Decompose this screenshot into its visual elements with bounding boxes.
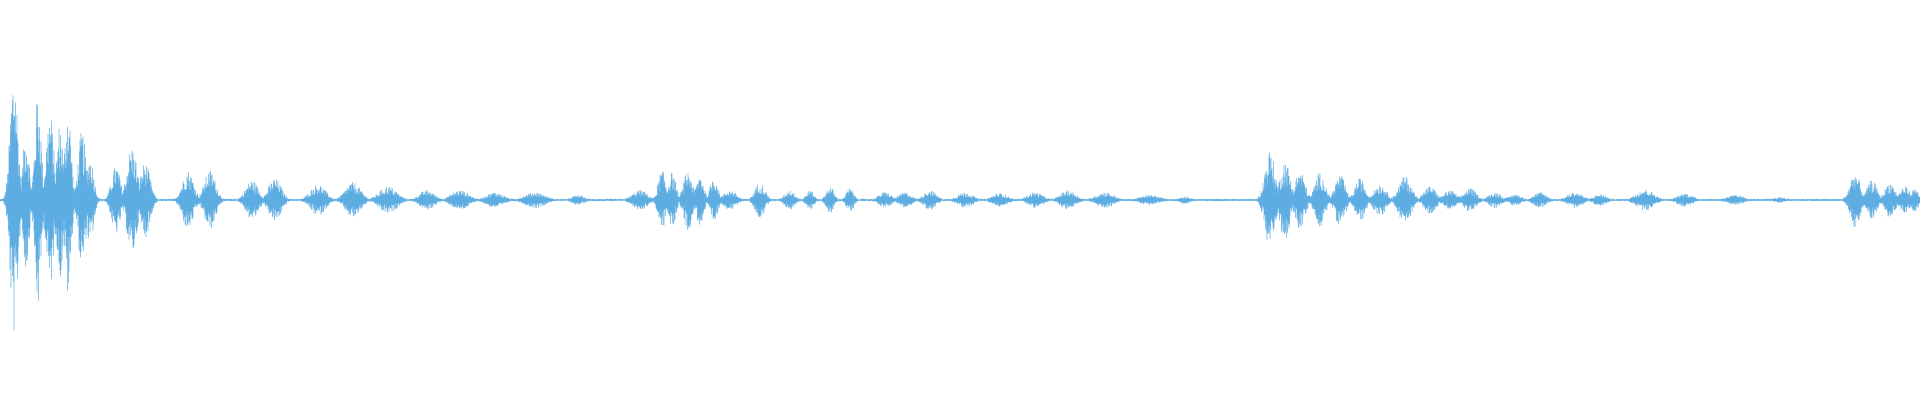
waveform-group: [0, 95, 1920, 331]
waveform-trace: [0, 95, 1920, 331]
